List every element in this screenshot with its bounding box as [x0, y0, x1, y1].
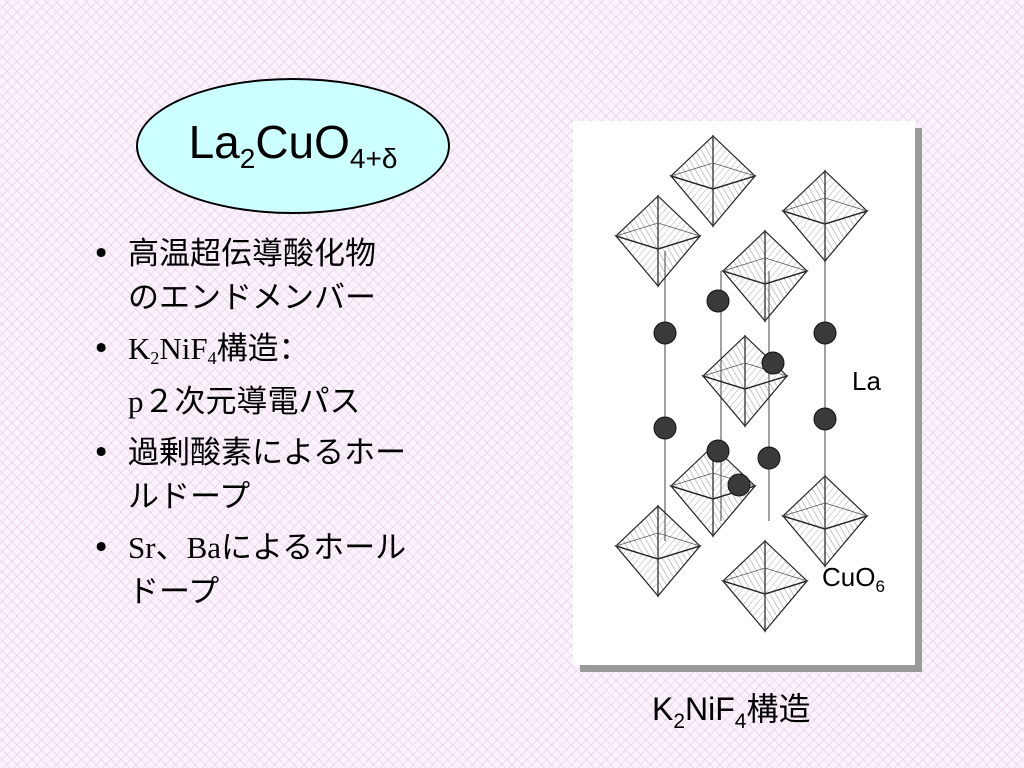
bullet-item: • K2NiF4構造： p２次元導電パス: [90, 327, 490, 424]
bullet-list: • 高温超伝導酸化物 のエンドメンバー • K2NiF4構造： p２次元導電パス…: [90, 232, 490, 621]
bullet-item: • 過剰酸素によるホー ルドープ: [90, 431, 490, 519]
middle-octahedron: [702, 335, 788, 427]
crystal-structure-figure: [573, 121, 915, 665]
la-atoms: [653, 289, 837, 497]
title-oval: La2CuO4+δ: [136, 78, 450, 214]
formula-k2nif4: K2NiF4: [128, 331, 217, 368]
bullet-dot: •: [92, 530, 111, 566]
bullet-item: • Sr、Baによるホール ドープ: [90, 526, 490, 614]
lower-octahedra: [615, 445, 868, 632]
la-label: La: [852, 366, 881, 396]
upper-octahedra: [615, 135, 868, 322]
bullet-dot: •: [92, 331, 111, 367]
bullet-item: • 高温超伝導酸化物 のエンドメンバー: [90, 232, 490, 320]
figure-caption: K2NiF4構造: [652, 691, 811, 733]
bullet-dot: •: [92, 236, 111, 272]
cuo6-label: CuO6: [822, 562, 885, 596]
bullet-dot: •: [92, 435, 111, 471]
crystal-structure-image: [615, 135, 868, 632]
slide-title: La2CuO4+δ: [188, 116, 398, 174]
